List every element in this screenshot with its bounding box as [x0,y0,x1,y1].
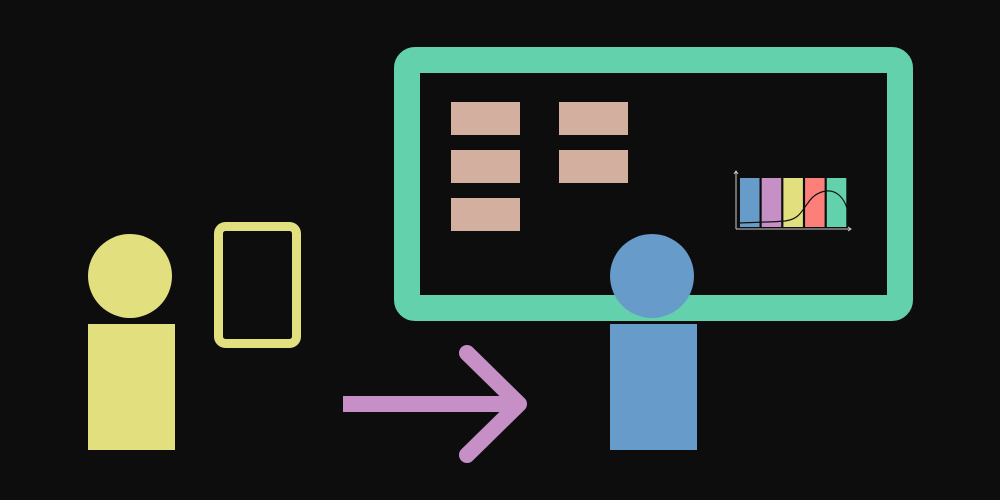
person-right-head [610,234,694,318]
content-block [451,150,520,183]
chart-x-arrow [847,226,852,232]
mini-chart [733,170,852,232]
chart-y-arrow [733,170,739,175]
person-right-body [610,324,697,450]
content-block [559,102,628,135]
arrow-head [459,345,527,463]
chart-bar [740,178,760,227]
chart-bar [783,178,803,227]
chart-bar [761,178,782,227]
content-block [451,198,520,231]
person-right [610,234,697,450]
chart-curve [739,190,848,224]
person-left [88,234,175,450]
chart-bar [805,178,825,227]
chart-bar [826,178,847,227]
mobile-device [214,222,301,348]
content-block [451,102,520,135]
person-left-body [88,324,175,450]
person-left-head [88,234,172,318]
content-block [559,150,628,183]
arrow [343,345,527,463]
